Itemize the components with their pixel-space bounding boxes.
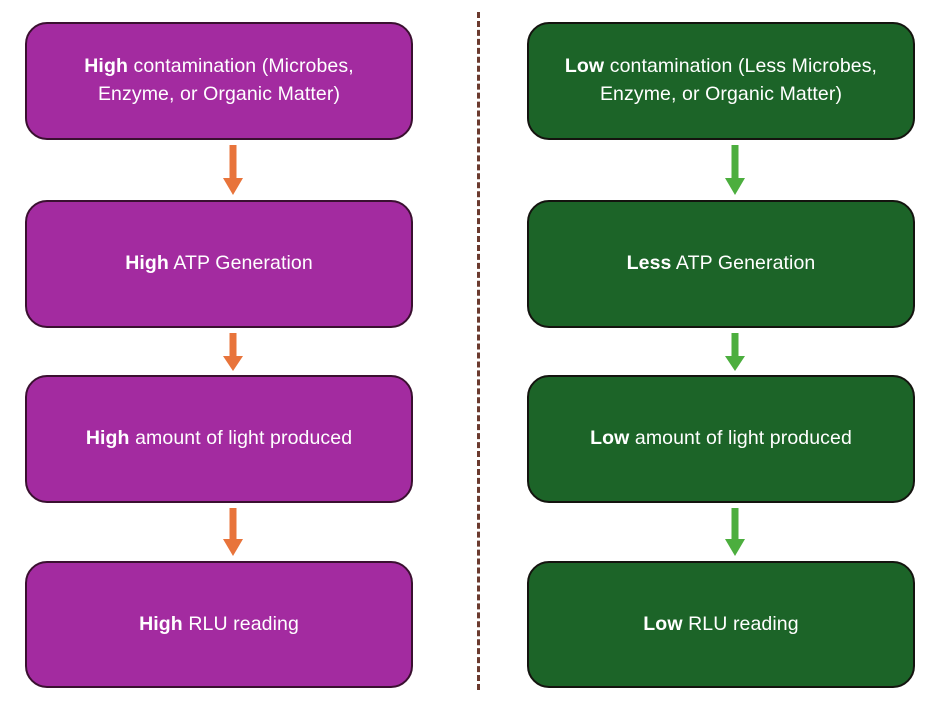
flow-column-high-contamination: High contamination (Microbes, Enzyme, or… <box>25 0 413 705</box>
down-arrow-icon-high-1 <box>219 145 247 195</box>
column-divider-dashed-line <box>477 12 480 690</box>
flow-column-low-contamination: Low contamination (Less Microbes, Enzyme… <box>527 0 915 705</box>
down-arrow-icon-low-2 <box>721 333 749 371</box>
flow-node-lead-word: Low <box>643 612 683 635</box>
flow-node-high-contamination[interactable]: High contamination (Microbes, Enzyme, or… <box>25 22 413 140</box>
flow-node-rest-text: contamination (Microbes, Enzyme, or Orga… <box>97 55 354 105</box>
flow-node-low-rlu-reading[interactable]: Low RLU reading <box>527 561 915 688</box>
down-arrow-icon-low-1 <box>721 145 749 195</box>
flow-node-lead-word: High <box>139 612 183 635</box>
down-arrow-icon-high-2 <box>219 333 247 371</box>
flow-node-rest-text: ATP Generation <box>168 252 313 275</box>
flow-node-lead-word: Low <box>564 55 605 78</box>
flow-node-text: High contamination (Microbes, Enzyme, or… <box>49 53 389 108</box>
flow-node-text: High RLU reading <box>139 611 299 639</box>
flow-node-rest-text: ATP Generation <box>671 252 816 275</box>
flow-node-rest-text: RLU reading <box>182 612 299 635</box>
flow-node-low-light-produced[interactable]: Low amount of light produced <box>527 375 915 503</box>
flow-node-less-atp-generation[interactable]: Less ATP Generation <box>527 200 915 328</box>
flow-node-text: High ATP Generation <box>125 250 313 278</box>
flow-node-lead-word: High <box>125 252 169 275</box>
flow-node-text: Low contamination (Less Microbes, Enzyme… <box>551 53 891 108</box>
flow-node-text: Low amount of light produced <box>590 425 852 453</box>
flow-node-text: Low RLU reading <box>643 611 798 639</box>
flow-node-rest-text: contamination (Less Microbes, Enzyme, or… <box>599 55 878 105</box>
flow-node-lead-word: Low <box>590 427 630 450</box>
flow-node-lead-word: High <box>85 427 130 450</box>
flow-node-high-light-produced[interactable]: High amount of light produced <box>25 375 413 503</box>
flow-node-text: Less ATP Generation <box>627 250 816 278</box>
down-arrow-icon-low-3 <box>721 508 749 556</box>
flow-node-high-atp-generation[interactable]: High ATP Generation <box>25 200 413 328</box>
flow-node-rest-text: RLU reading <box>682 612 799 635</box>
flow-node-low-contamination[interactable]: Low contamination (Less Microbes, Enzyme… <box>527 22 915 140</box>
flow-node-lead-word: High <box>84 55 128 78</box>
down-arrow-icon-high-3 <box>219 508 247 556</box>
flow-node-lead-word: Less <box>626 252 672 275</box>
flow-node-high-rlu-reading[interactable]: High RLU reading <box>25 561 413 688</box>
flow-node-text: High amount of light produced <box>86 425 352 453</box>
flow-node-rest-text: amount of light produced <box>629 427 852 450</box>
flow-node-rest-text: amount of light produced <box>129 427 353 450</box>
